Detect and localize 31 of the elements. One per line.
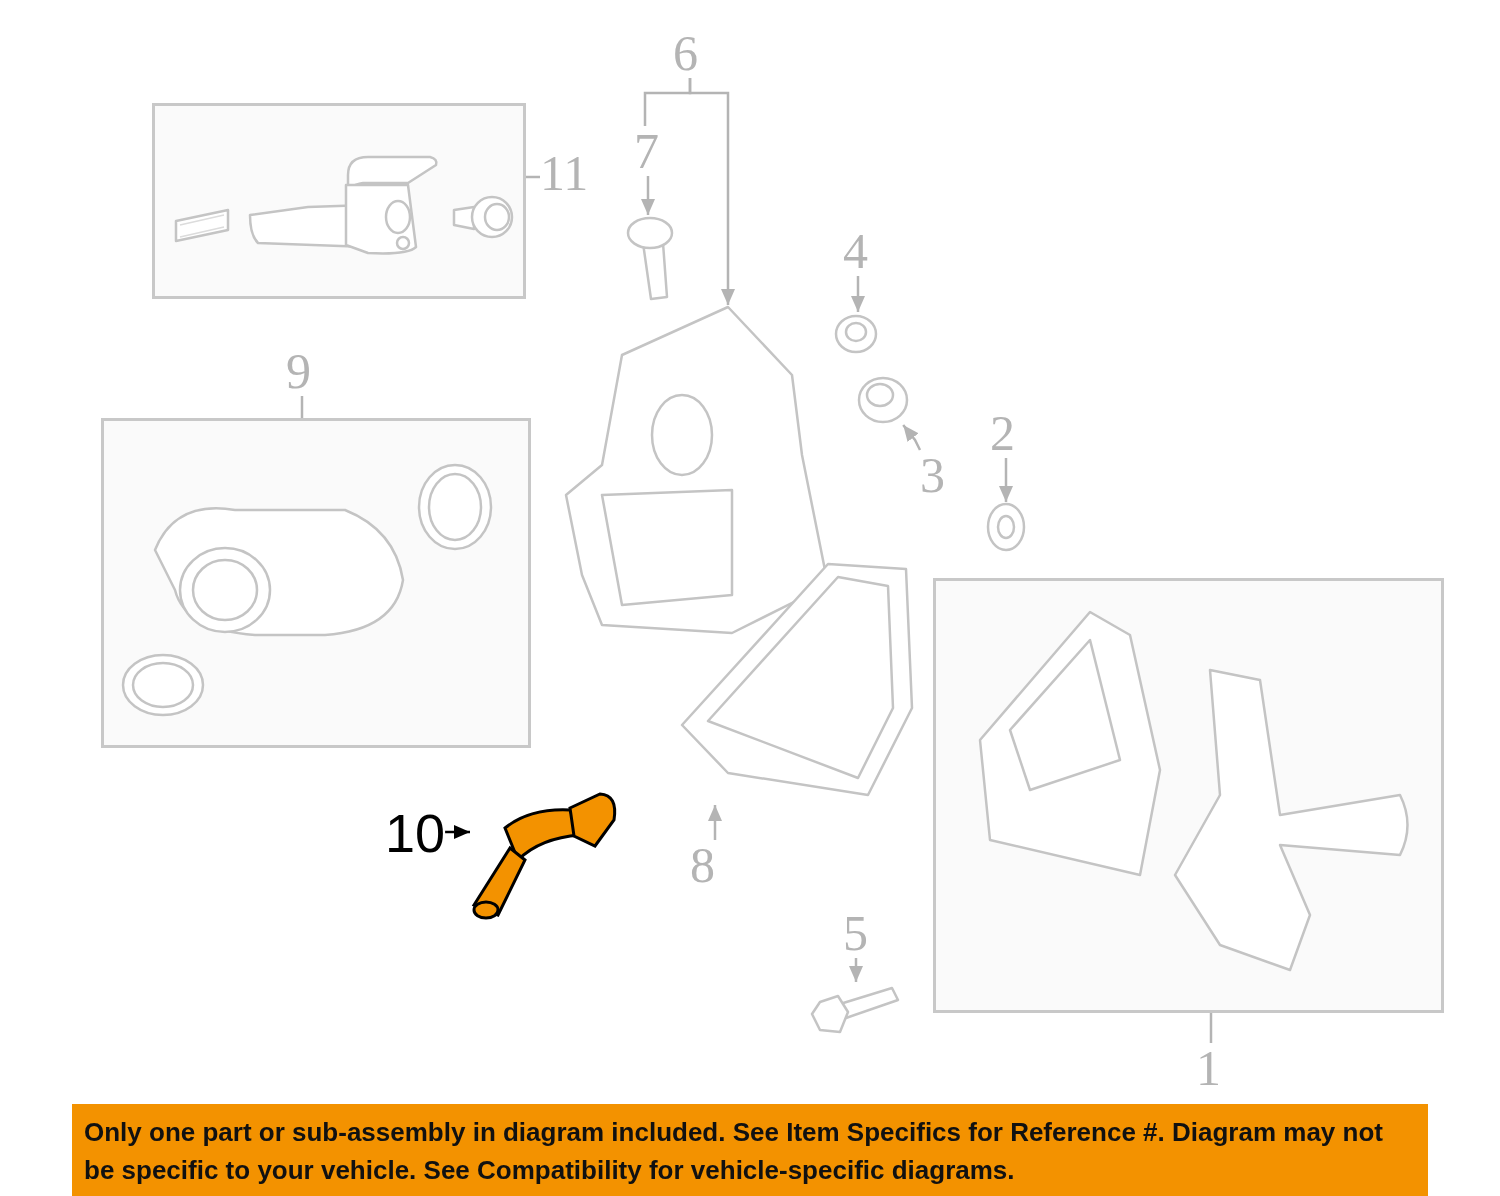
leader-line	[526, 175, 540, 179]
gasket-strip-drawing	[174, 207, 230, 243]
callout-number: 5	[843, 908, 868, 958]
callout-number: 4	[843, 226, 868, 276]
note-banner: Only one part or sub-assembly in diagram included. See Item Specifics for Reference #. Diagram may not be specific to your vehicle. See Compatibility for vehicle-specific diagrams.	[72, 1104, 1428, 1196]
callout-number: 8	[690, 840, 715, 890]
sensor-drawing	[248, 155, 438, 255]
group-frame	[933, 578, 1444, 1013]
leader-arrow	[851, 276, 865, 312]
callout-number: 3	[920, 450, 945, 500]
leader-arrow	[849, 958, 863, 982]
group-frame	[152, 103, 526, 299]
leader-arrow	[999, 458, 1013, 502]
leader-line	[300, 396, 304, 418]
group-frame	[101, 418, 531, 748]
leader-arrow	[902, 424, 922, 451]
washer-drawing	[985, 502, 1027, 552]
callout-number: 10	[385, 806, 446, 860]
leader-line	[1209, 1013, 1213, 1043]
leader-arrow	[641, 176, 655, 215]
callout-number: 9	[286, 346, 311, 396]
callout-number: 1	[1196, 1043, 1221, 1093]
leader-line	[643, 78, 692, 126]
callout-number: 2	[990, 408, 1015, 458]
leader-arrow	[445, 825, 470, 839]
callout-number: 11	[540, 148, 589, 198]
callout-number: 6	[673, 28, 698, 78]
leader-arrow	[708, 805, 722, 840]
callout-number: 7	[634, 126, 659, 176]
screw-drawing	[452, 195, 514, 240]
grommet-drawing	[856, 375, 911, 425]
